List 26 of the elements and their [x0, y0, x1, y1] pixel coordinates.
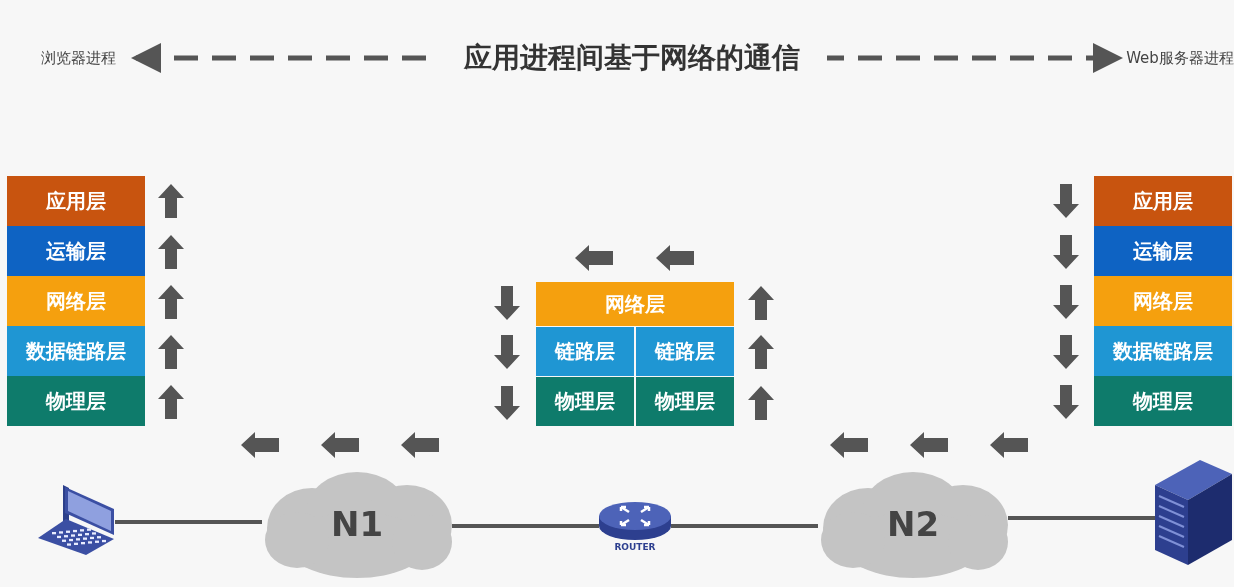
layer-box: 物理层 — [536, 377, 634, 426]
layer-box: 链路层 — [536, 327, 634, 376]
process-label: Web服务器进程 — [1126, 46, 1234, 70]
process-label: 浏览器进程 — [28, 46, 128, 70]
router-label: ROUTER — [613, 542, 657, 552]
laptop-icon — [38, 483, 115, 555]
server-icon — [1155, 460, 1232, 565]
connector-line — [115, 520, 262, 524]
layer-box: 链路层 — [636, 327, 734, 376]
layer-box: 物理层 — [1094, 376, 1232, 426]
layer-box: 数据链路层 — [1094, 326, 1232, 376]
connector-line — [452, 524, 599, 528]
layer-box: 网络层 — [1094, 276, 1232, 326]
connector-line — [671, 524, 818, 528]
network-name: N2 — [885, 504, 941, 544]
layer-box: 运输层 — [7, 226, 145, 276]
layer-box: 数据链路层 — [7, 326, 145, 376]
connector-line — [1008, 516, 1155, 520]
layer-box: 应用层 — [7, 176, 145, 226]
layer-box: 物理层 — [7, 376, 145, 426]
layer-box: 应用层 — [1094, 176, 1232, 226]
layer-box: 网络层 — [7, 276, 145, 326]
layer-box: 运输层 — [1094, 226, 1232, 276]
layer-box: 网络层 — [536, 282, 734, 326]
layer-box: 物理层 — [636, 377, 734, 426]
network-name: N1 — [329, 504, 385, 544]
